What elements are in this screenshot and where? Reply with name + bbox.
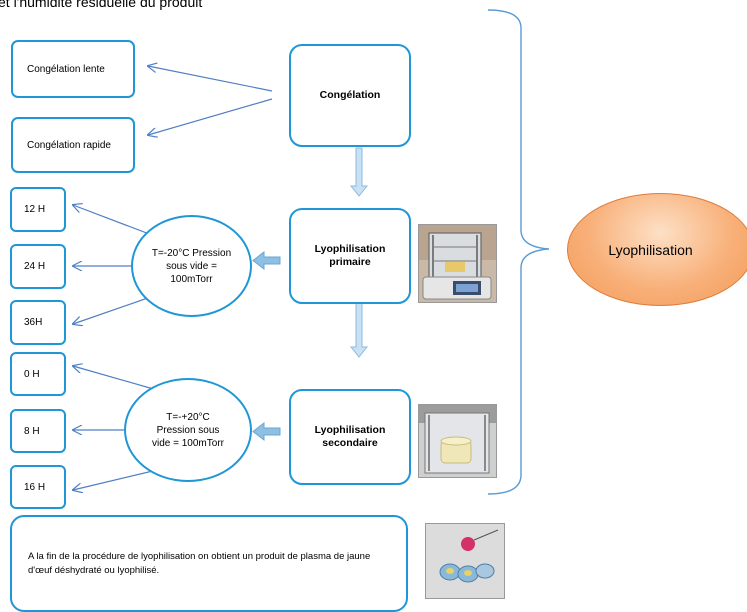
duration-36h: 36H [10,300,66,345]
duration-24h: 24 H [10,244,66,289]
arrow-to-fast-freezing [148,98,273,135]
left-arrow-secondary [252,421,281,442]
primary-conditions-text: T=-20°C Pression sous vide = 100mTorr [151,247,232,285]
primary-conditions: T=-20°C Pression sous vide = 100mTorr [131,215,252,317]
duration-36h-label: 36H [24,317,43,328]
duration-16h: 16 H [10,465,66,509]
secondary-conditions-text: T=-+20°C Pression sous vide = 100mTorr [152,411,224,449]
left-arrow-primary [252,250,281,271]
option-slow-freezing-label: Congélation lente [27,63,105,75]
down-arrow-1 [349,147,369,197]
right-bracket [487,9,550,495]
process-label-text: Lyophilisation [608,241,693,258]
duration-24h-label: 24 H [24,261,46,272]
down-arrow-2 [349,295,369,358]
stage-primary-drying-label: Lyophilisation primaire [314,243,386,268]
stage-secondary-drying: Lyophilisation secondaire [289,389,411,485]
duration-8h: 8 H [10,409,66,453]
duration-8h-label: 8 H [24,425,40,437]
arrow-to-0h [73,366,158,391]
secondary-conditions: T=-+20°C Pression sous vide = 100mTorr [124,378,252,482]
lyophilized-product-photo [425,523,505,599]
freeze-dryer-photo-primary [418,224,497,303]
duration-0h: 0 H [10,352,66,396]
option-fast-freezing: Congélation rapide [11,117,135,173]
stage-primary-drying: Lyophilisation primaire [289,208,411,304]
duration-0h-label: 0 H [24,368,40,380]
arrow-to-slow-freezing [148,66,273,92]
option-fast-freezing-label: Congélation rapide [27,139,111,151]
stage-secondary-drying-label: Lyophilisation secondaire [314,424,386,449]
duration-12h-label: 12 H [24,204,46,215]
header-text: et l'humidité résiduelle du produit [0,0,203,10]
process-label: Lyophilisation [567,193,747,306]
result-textbox: A la fin de la procédure de lyophilisati… [10,515,408,612]
duration-12h: 12 H [10,187,66,232]
stage-freezing: Congélation [289,44,411,147]
result-text: A la fin de la procédure de lyophilisati… [28,550,371,576]
option-slow-freezing: Congélation lente [11,40,135,98]
freeze-dryer-photo-secondary [418,404,497,478]
duration-16h-label: 16 H [24,481,46,493]
stage-freezing-label: Congélation [319,89,381,101]
arrow-to-16h [73,469,158,490]
